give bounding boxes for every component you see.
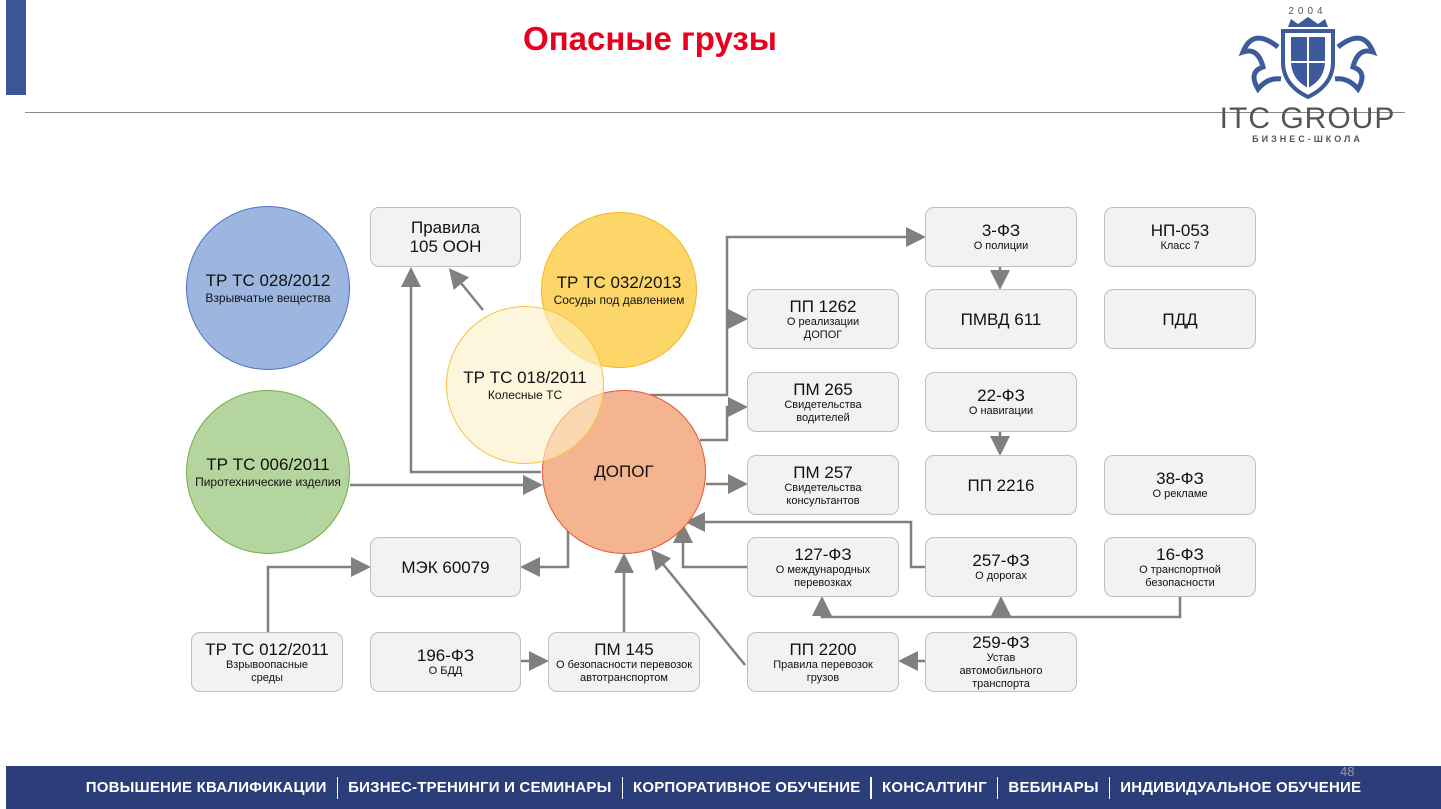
node-title: 22-ФЗ: [977, 386, 1025, 405]
node-title: МЭК 60079: [401, 557, 490, 577]
accent-bar: [6, 0, 26, 95]
footer-separator: [870, 776, 872, 799]
node-subtitle: О реализации ДОПОГ: [786, 315, 860, 341]
node-subtitle: О рекламе: [1152, 488, 1208, 500]
node-title: 16-ФЗ: [1156, 544, 1204, 564]
circle-title: ТР ТС 018/2011: [463, 368, 587, 387]
footer-link[interactable]: ИНДИВИДУАЛЬНОЕ ОБУЧЕНИЕ: [1120, 779, 1362, 796]
arrow-018-to-105: [448, 268, 484, 311]
arrow-dopog-to-mek: [520, 530, 570, 577]
node-title: 38-ФЗ: [1156, 469, 1204, 488]
footer-link[interactable]: ВЕБИНАРЫ: [1008, 779, 1099, 796]
divider: [25, 112, 1405, 113]
node-subtitle: О транспортной безопасности: [1139, 563, 1221, 589]
circle-title: ДОПОГ: [594, 462, 654, 481]
node-subtitle: Устав автомобильного транспорта: [959, 652, 1043, 690]
arrow-pp2200-to-dopog: [650, 549, 746, 666]
node-title: ПМ 265: [793, 379, 853, 399]
node-title: ПМВД 611: [960, 309, 1042, 329]
node-title: 196-ФЗ: [416, 646, 475, 665]
arrow-127fz-to-dopog: [673, 523, 747, 569]
node-title: 259-ФЗ: [972, 633, 1030, 652]
node-title: ПДД: [1162, 309, 1198, 329]
circle-tr-ts-032: ТР ТС 032/2013 Сосуды под давлением: [541, 212, 697, 368]
node-subtitle: О международных перевозках: [775, 563, 871, 589]
node-title: ПМ 145: [594, 639, 654, 659]
footer-link[interactable]: КОРПОРАТИВНОЕ ОБУЧЕНИЕ: [633, 779, 861, 796]
arrow-dopog-to-105: [401, 267, 541, 474]
arrow-to-3fz: [650, 227, 926, 397]
circle-tr-ts-018: ТР ТС 018/2011 Колесные ТС: [446, 306, 604, 464]
footer-nav: ПОВЫШЕНИЕ КВАЛИФИКАЦИИ БИЗНЕС-ТРЕНИНГИ И …: [6, 766, 1441, 809]
node-title: ПМ 257: [793, 462, 853, 482]
node-title: ПП 2200: [789, 639, 857, 659]
circle-tr-ts-006: ТР ТС 006/2011 Пиротехнические изделия: [186, 390, 350, 554]
slide-title: Опасные грузы: [523, 20, 777, 57]
footer-link[interactable]: ПОВЫШЕНИЕ КВАЛИФИКАЦИИ: [85, 779, 327, 796]
node-subtitle: О безопасности перевозок автотранспортом: [555, 658, 693, 684]
arrow-257fz-to-dopog: [685, 512, 925, 569]
footer-separator: [621, 776, 623, 799]
node-subtitle: Правила перевозок грузов: [773, 658, 873, 684]
footer-link[interactable]: КОНСАЛТИНГ: [881, 779, 987, 796]
node-box: ПП 2216: [925, 455, 1077, 515]
node-subtitle: О дорогах: [975, 570, 1027, 582]
circle-title: ТР ТС 032/2013: [556, 273, 682, 292]
footer-separator: [336, 776, 339, 799]
node-subtitle: Взрывоопасные среды: [225, 658, 309, 684]
circle-tr-ts-028: ТР ТС 028/2012 Взрывчатые вещества: [186, 206, 350, 370]
node-box: МЭК 60079: [370, 537, 521, 597]
node-title: 257-ФЗ: [972, 551, 1030, 570]
circle-title: ТР ТС 006/2011: [206, 455, 330, 474]
circle-title: ТР ТС 028/2012: [205, 271, 331, 290]
node-box: Правила 105 ООН: [370, 207, 521, 267]
logo-year: 2004: [1288, 6, 1327, 17]
node-title: ТР ТС 012/2011: [205, 639, 329, 659]
node-title: ПП 2216: [967, 475, 1035, 495]
footer-link[interactable]: БИЗНЕС-ТРЕНИНГИ И СЕМИНАРЫ: [348, 779, 612, 796]
node-title: Правила 105 ООН: [409, 218, 482, 256]
logo-subtitle: БИЗНЕС-ШКОЛА: [1252, 134, 1363, 144]
node-subtitle: Свидетельства водителей: [784, 398, 862, 424]
crest-icon: [1238, 17, 1377, 100]
logo: 2004 ITC GROUP БИЗНЕС-ШКОЛА: [1205, 6, 1410, 144]
arrow-to-pm265: [700, 397, 748, 442]
arrow-012-to-mek: [266, 557, 371, 632]
footer-separator: [1108, 776, 1111, 799]
footer-separator: [996, 776, 999, 799]
node-subtitle: О БДД: [428, 665, 463, 677]
circle-subtitle: Пиротехнические изделия: [195, 475, 341, 489]
node-box: ПМВД 611: [925, 289, 1077, 349]
circle-subtitle: Колесные ТС: [487, 388, 563, 402]
circle-subtitle: Взрывчатые вещества: [205, 291, 331, 305]
node-title: 127-ФЗ: [794, 544, 852, 564]
node-subtitle: О полиции: [973, 240, 1029, 252]
node-title: 3-ФЗ: [981, 221, 1021, 240]
node-subtitle: Свидетельства консультантов: [784, 481, 862, 507]
logo-name: ITC GROUP: [1219, 102, 1396, 135]
node-title: НП-053: [1150, 221, 1210, 240]
node-subtitle: О навигации: [968, 405, 1034, 417]
page-number: 48: [1340, 764, 1355, 779]
node-subtitle: Класс 7: [1160, 240, 1200, 252]
circle-subtitle: Сосуды под давлением: [553, 293, 685, 307]
node-title: ПП 1262: [789, 296, 857, 316]
node-box: ПДД: [1104, 289, 1256, 349]
